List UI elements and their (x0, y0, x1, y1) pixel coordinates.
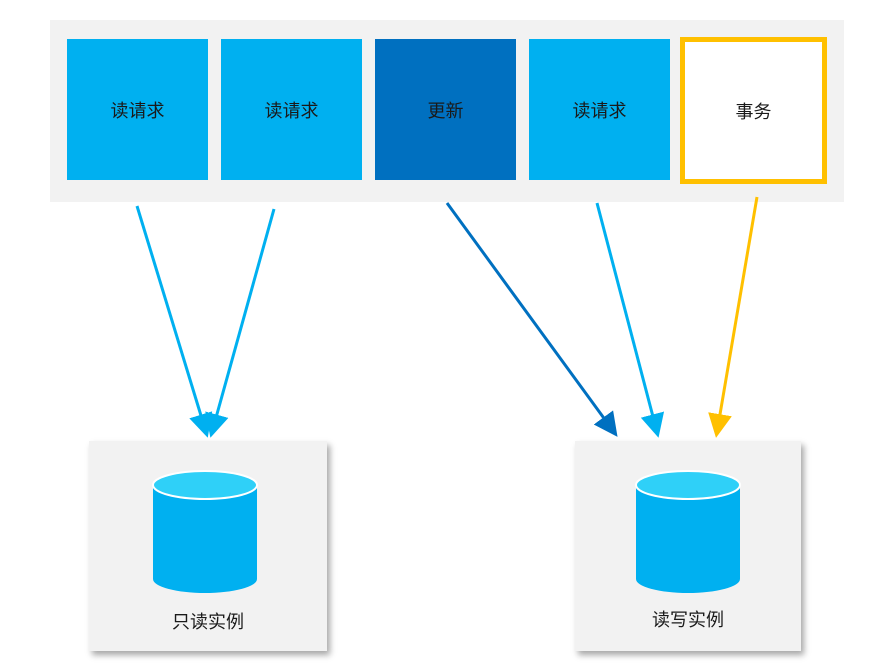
readwrite-instance-panel: 读写实例 (575, 441, 801, 651)
arrow-read-3-to-readwrite (595, 202, 665, 438)
read-request-box-2: 读请求 (221, 39, 362, 180)
arrow-transaction-to-readwrite (708, 196, 759, 438)
update-request-box: 更新 (375, 39, 516, 180)
read-request-box-1: 读请求 (67, 39, 208, 180)
readonly-instance-label: 只读实例 (172, 612, 244, 633)
transaction-request-box: 事务 (680, 37, 827, 184)
arrow-read-1-to-readonly (135, 205, 213, 438)
readwrite-instance-label: 读写实例 (652, 610, 724, 631)
arrow-read-2-to-readonly (205, 208, 276, 438)
database-icon (152, 470, 258, 593)
readonly-instance-panel: 只读实例 (89, 441, 327, 651)
database-icon (635, 470, 741, 593)
arrow-update-to-readwrite (445, 202, 618, 437)
read-request-box-3: 读请求 (529, 39, 670, 180)
